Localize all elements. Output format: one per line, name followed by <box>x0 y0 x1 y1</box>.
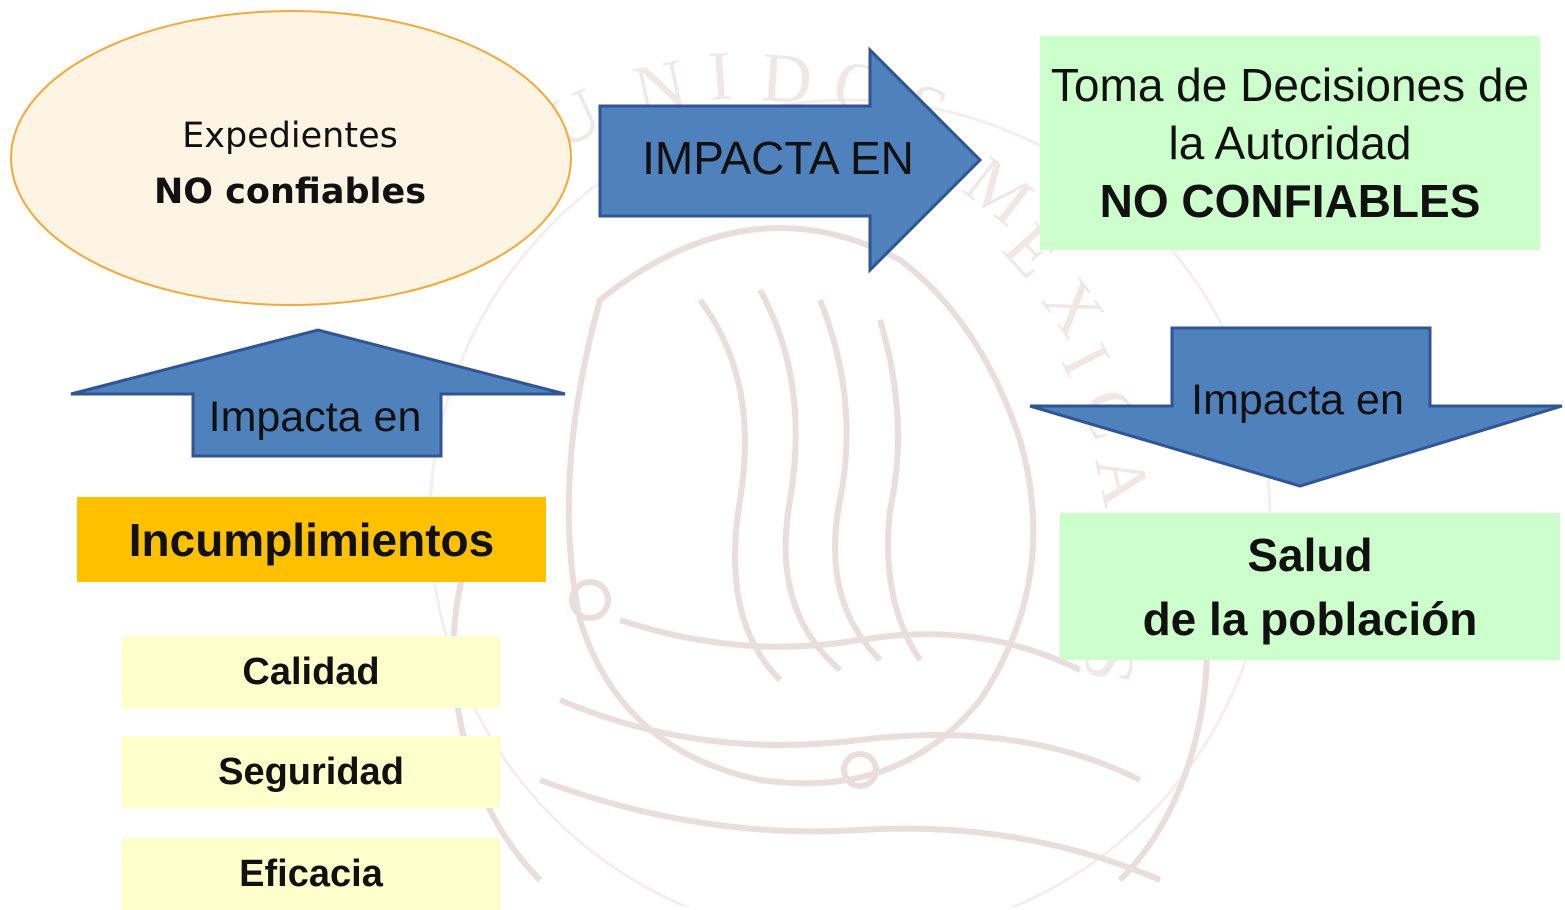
criterion-label: Eficacia <box>239 852 383 895</box>
up-arrow <box>70 328 566 458</box>
decisions-box: Toma de Decisiones de la Autoridad NO CO… <box>1040 36 1540 250</box>
expedientes-ellipse <box>10 10 572 306</box>
decisions-line2: la Autoridad <box>1168 117 1412 169</box>
right-arrow <box>598 46 983 274</box>
incumplimientos-box: Incumplimientos <box>77 497 546 582</box>
down-arrow-label: Impacta en <box>1191 376 1404 424</box>
up-arrow-label: Impacta en <box>208 393 422 441</box>
right-arrow-label: IMPACTA EN <box>642 132 914 184</box>
criterion-label: Calidad <box>242 650 380 693</box>
expedientes-line2: NO confiables <box>153 172 427 212</box>
expedientes-line1: Expedientes <box>182 116 398 156</box>
criterion-box-eficacia: Eficacia <box>122 838 500 910</box>
criterion-box-seguridad: Seguridad <box>122 736 500 808</box>
down-arrow <box>1029 326 1563 488</box>
salud-line2: de la población <box>1142 592 1478 645</box>
svg-text:I: I <box>706 38 735 116</box>
salud-line1: Salud <box>1247 528 1373 581</box>
salud-box: Salud de la población <box>1060 513 1560 660</box>
decisions-line3: NO CONFIABLES <box>1099 175 1481 227</box>
criterion-label: Seguridad <box>218 750 404 793</box>
incumplimientos-label: Incumplimientos <box>128 513 495 566</box>
criterion-box-calidad: Calidad <box>122 636 500 708</box>
expedientes-text: Expedientes NO confiables <box>60 108 520 220</box>
decisions-line1: Toma de Decisiones de <box>1050 59 1530 111</box>
